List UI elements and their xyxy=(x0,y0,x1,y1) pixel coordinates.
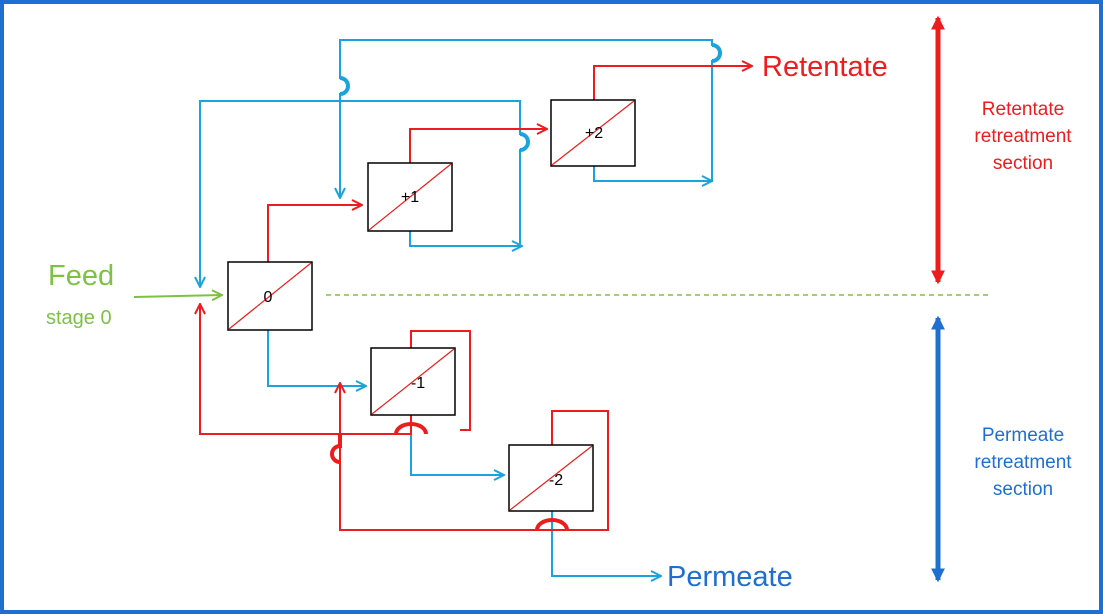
permeate-section-label: Permeate retreatment section xyxy=(974,425,1072,500)
permeate-product-label: Permeate xyxy=(667,561,793,593)
stream-m1-to-0 xyxy=(200,304,471,435)
stream-0-to-m1 xyxy=(267,329,366,386)
stage-minus-2: -2 xyxy=(508,444,594,512)
hump-blue-mid xyxy=(519,132,530,152)
stage-plus-2-label: +2 xyxy=(585,125,603,142)
stage-0-label: 0 xyxy=(264,289,273,306)
hump-red-left xyxy=(330,434,342,464)
stream-p2-permeate-out xyxy=(593,165,712,181)
retentate-product-label: Retentate xyxy=(762,51,888,83)
hump-red-m2 xyxy=(535,518,569,531)
stream-p2-retentate-out xyxy=(593,66,752,100)
hump-blue-left xyxy=(339,76,350,96)
retentate-streams xyxy=(200,66,752,531)
stream-p1-permeate-out xyxy=(409,231,522,246)
stream-m1-to-m2 xyxy=(410,415,504,475)
stream-m2-to-m1 xyxy=(340,383,609,531)
permeate-section-line-1: Permeate xyxy=(982,425,1064,446)
stage-plus-2: +2 xyxy=(550,99,636,167)
permeate-section-line-3: section xyxy=(993,479,1053,500)
retentate-section-label: Retentate retreatment section xyxy=(974,99,1072,174)
crossover-humps xyxy=(330,43,722,531)
stage-0: 0 xyxy=(227,261,313,331)
stage-minus-1: -1 xyxy=(370,347,456,416)
feed-arrow xyxy=(133,295,222,297)
feed-stage-label: stage 0 xyxy=(46,307,112,329)
retentate-section-line-2: retreatment xyxy=(974,126,1072,147)
stage-minus-2-label: -2 xyxy=(549,472,563,489)
stream-0-to-p1 xyxy=(267,205,362,262)
retentate-section-line-1: Retentate xyxy=(982,99,1064,120)
hump-red-m1 xyxy=(394,422,428,435)
permeate-section-line-2: retreatment xyxy=(974,452,1072,473)
stream-p1-to-p2 xyxy=(409,129,547,163)
hump-blue-top xyxy=(711,43,722,63)
retentate-section-line-3: section xyxy=(993,153,1053,174)
stage-minus-1-label: -1 xyxy=(411,375,425,392)
stream-m2-permeate-out xyxy=(551,510,661,576)
stage-plus-1-label: +1 xyxy=(401,189,419,206)
stage-plus-1: +1 xyxy=(367,162,453,232)
feed-label: Feed xyxy=(48,260,114,292)
